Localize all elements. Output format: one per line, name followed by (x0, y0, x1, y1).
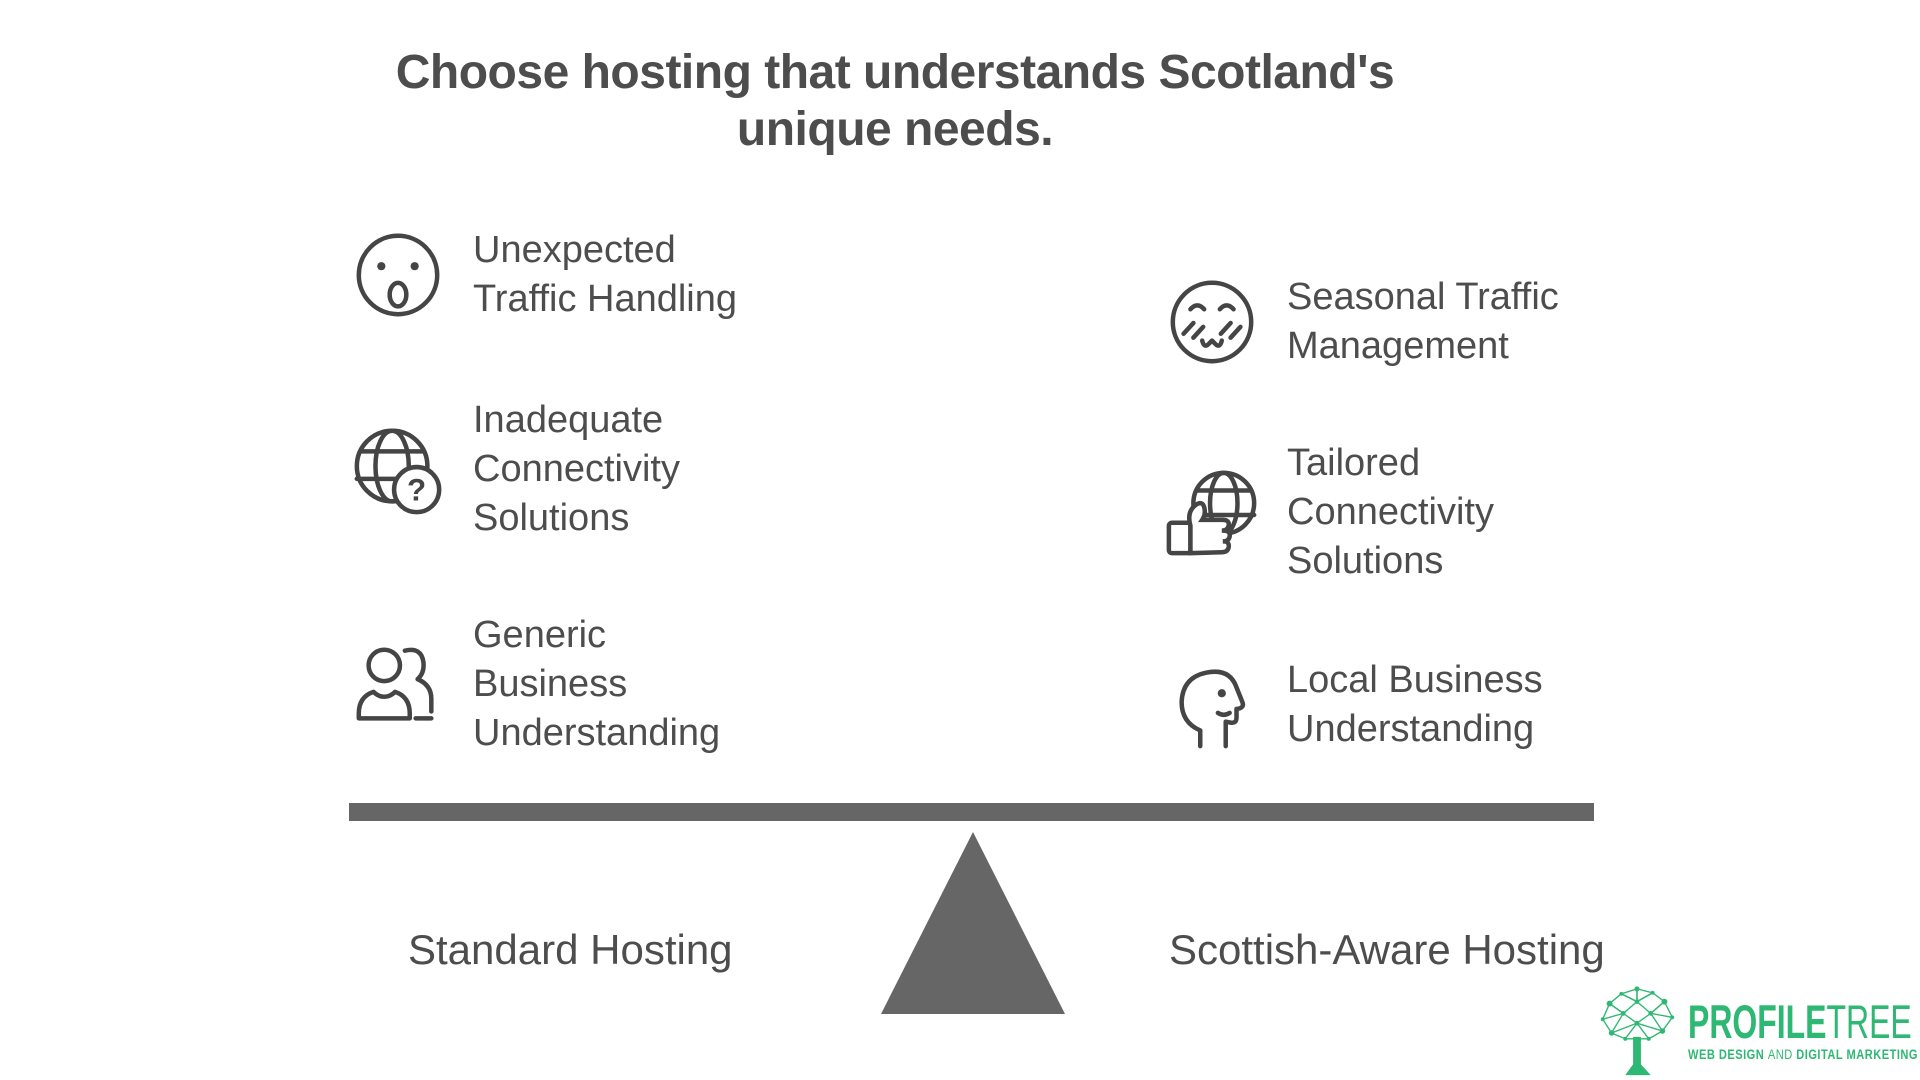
item-label-line: Understanding (1287, 708, 1535, 750)
page-title-line1: Choose hosting that understands Scotland… (395, 46, 1395, 99)
item-label: Generic Business Understanding (473, 611, 720, 758)
item-label-line: Solutions (473, 497, 630, 539)
tagline-web-design: WEB DESIGN (1688, 1047, 1768, 1062)
surprised-face-icon (349, 226, 447, 324)
profiletree-logo-icon (1600, 986, 1675, 1076)
profiletree-tagline: WEB DESIGN AND DIGITAL MARKETING (1688, 1047, 1920, 1062)
head-profile-icon (1163, 656, 1261, 754)
profiletree-wordmark: PROFILETREE (1688, 998, 1912, 1045)
scale-label-standard-hosting: Standard Hosting (408, 926, 733, 973)
profiletree-logo: PROFILETREE WEB DESIGN AND DIGITAL MARKE… (1594, 984, 1920, 1078)
item-label-line: Understanding (473, 712, 721, 754)
item-label-line: Local Business (1287, 659, 1543, 701)
wordmark-profile: PROFILE (1688, 995, 1827, 1048)
item-label-line: Inadequate (473, 399, 664, 441)
item-label-line: Generic (473, 614, 607, 656)
item-tailored-connectivity: Tailored Connectivity Solutions (1163, 439, 1494, 586)
item-label-line: Seasonal Traffic (1287, 276, 1559, 318)
page-title-line2: unique needs. (736, 103, 1054, 156)
item-generic-business: Generic Business Understanding (349, 611, 720, 758)
relieved-face-icon (1163, 273, 1261, 371)
wordmark-tree: TREE (1826, 995, 1912, 1048)
scale-label-scottish-aware-hosting: Scottish-Aware Hosting (1169, 926, 1605, 973)
item-label-line: Connectivity (473, 448, 680, 490)
item-label-line: Business (473, 663, 628, 705)
profiletree-logo-text: PROFILETREE WEB DESIGN AND DIGITAL MARKE… (1688, 998, 1920, 1062)
tagline-and: AND (1767, 1047, 1793, 1062)
page-title: Choose hosting that understands Scotland… (0, 44, 1790, 158)
item-inadequate-connectivity: ? Inadequate Connectivity Solutions (349, 396, 680, 543)
tagline-digital-marketing: DIGITAL MARKETING (1792, 1047, 1918, 1062)
thumbs-up-globe-icon (1163, 464, 1261, 562)
svg-text:?: ? (407, 472, 426, 507)
item-label-line: Unexpected (473, 229, 676, 271)
item-label-line: Connectivity (1287, 491, 1494, 533)
item-label: Seasonal Traffic Management (1287, 273, 1559, 371)
item-label-line: Tailored (1287, 442, 1421, 484)
item-label-line: Management (1287, 325, 1509, 367)
item-label-line: Traffic Handling (473, 278, 738, 320)
item-seasonal-traffic: Seasonal Traffic Management (1163, 273, 1559, 371)
item-label: Local Business Understanding (1287, 656, 1543, 754)
item-label-line: Solutions (1287, 540, 1444, 582)
item-unexpected-traffic: Unexpected Traffic Handling (349, 226, 737, 324)
globe-question-icon: ? (349, 421, 447, 519)
item-label: Inadequate Connectivity Solutions (473, 396, 680, 543)
item-local-business: Local Business Understanding (1163, 656, 1543, 754)
two-users-icon (349, 636, 447, 734)
item-label: Tailored Connectivity Solutions (1287, 439, 1494, 586)
balance-beam (349, 803, 1594, 821)
fulcrum-triangle (881, 832, 1065, 1014)
item-label: Unexpected Traffic Handling (473, 226, 737, 324)
